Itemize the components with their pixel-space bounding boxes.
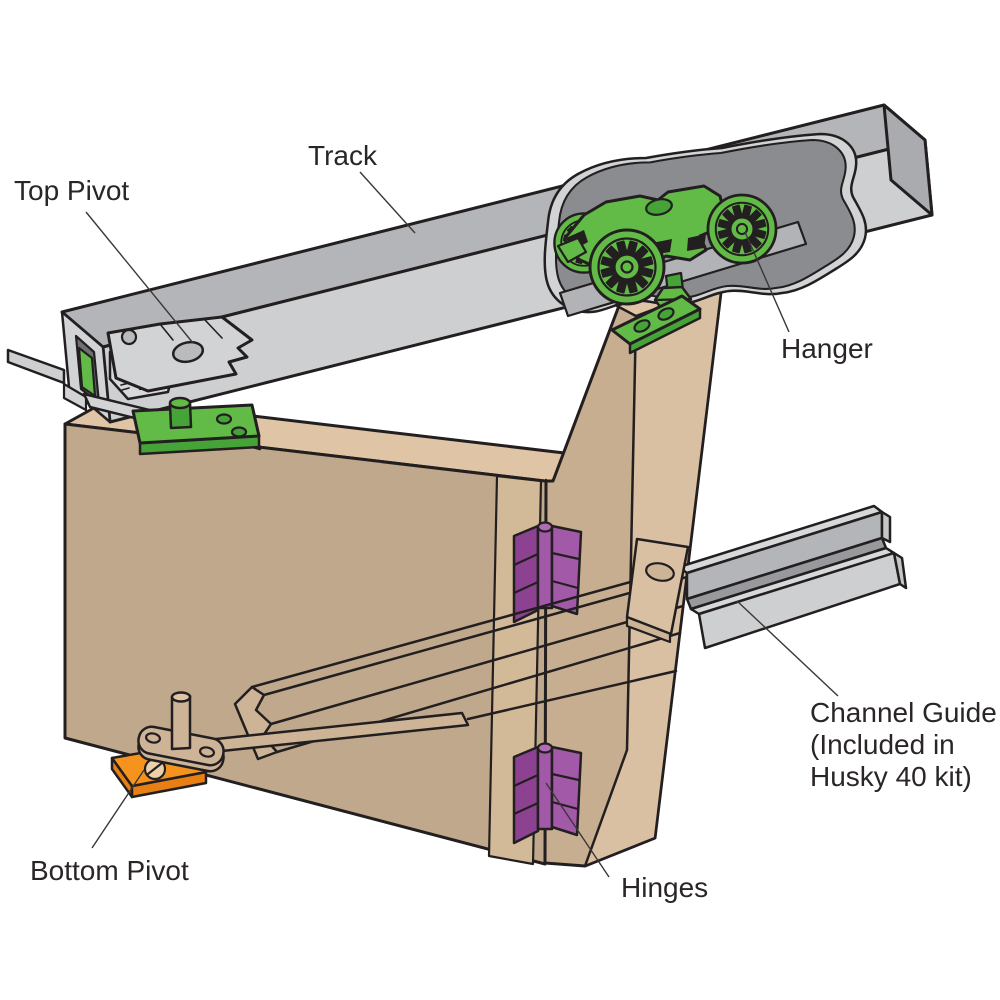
top-pivot-leader-line <box>85 211 194 344</box>
channel-guide <box>625 504 908 650</box>
left-door-front-face <box>63 422 555 866</box>
track-end-cap <box>882 103 934 217</box>
channel-guide-label-line1: Channel Guide <box>810 697 997 728</box>
bottom-pivot-pin <box>170 694 192 751</box>
labels: Track Top Pivot Hanger Channel Guide (In… <box>14 140 997 903</box>
track-label: Track <box>308 140 378 171</box>
channel-guide-leader-line <box>736 600 839 697</box>
upper-hinge <box>512 521 583 624</box>
top-pivot-label: Top Pivot <box>14 175 129 206</box>
bottom-pivot-label: Bottom Pivot <box>30 855 189 886</box>
channel-guide-label-line3: Husky 40 kit) <box>810 761 972 792</box>
track-back-flange-tab <box>6 348 66 385</box>
top-pivot-plate <box>131 396 261 456</box>
front-left-wheel <box>590 230 664 304</box>
bottom-pivot-leader-line <box>91 769 145 849</box>
hanger-leader-line <box>744 231 790 333</box>
hinges-label: Hinges <box>621 872 708 903</box>
hinges-leader-line <box>545 782 610 878</box>
track <box>6 103 934 451</box>
top-pivot-bracket <box>106 315 254 401</box>
top-pivot <box>106 315 261 456</box>
hanger-assembly <box>554 184 776 304</box>
channel-guide-bracket <box>625 537 690 644</box>
track-cutaway <box>543 132 868 318</box>
hanger-strap <box>610 271 702 355</box>
bottom-pivot-plate <box>137 691 225 773</box>
channel-guide-label-line2: (Included in <box>810 729 955 760</box>
front-right-wheel <box>708 195 776 263</box>
floor-channel-lines <box>233 564 690 761</box>
hanger-label: Hanger <box>781 333 873 364</box>
lower-hinge <box>512 742 583 845</box>
bottom-pivot <box>110 691 470 799</box>
track-leader-line <box>359 171 416 234</box>
